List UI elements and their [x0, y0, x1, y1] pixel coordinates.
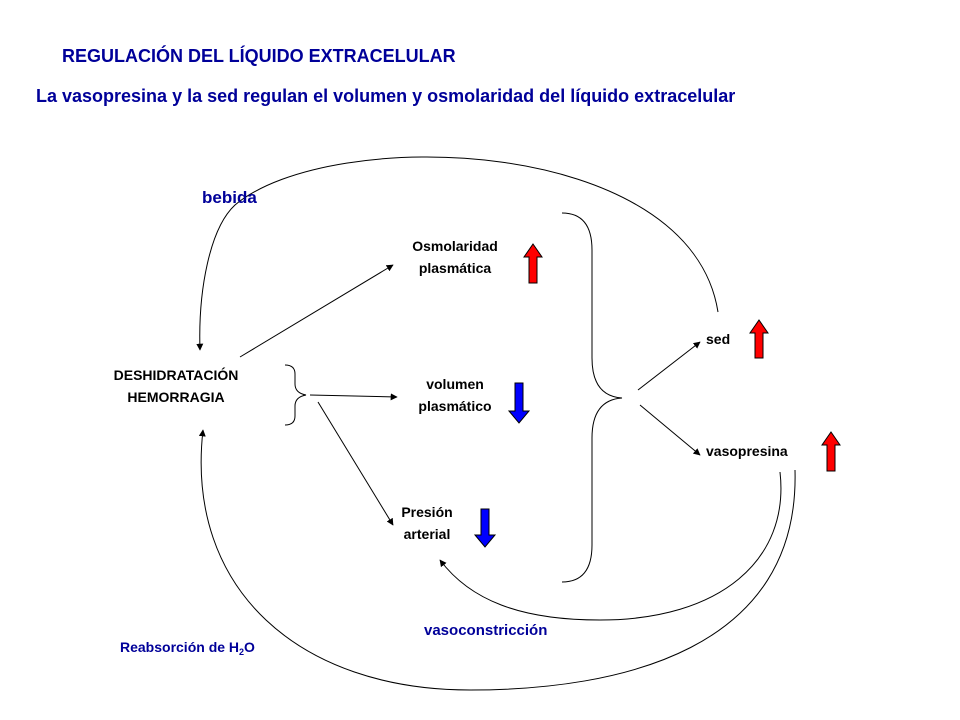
volume-down-arrow-icon [507, 382, 531, 424]
vasopressin-label: vasopresina [706, 443, 788, 459]
arrow-to-osmolarity [239, 264, 394, 358]
dehydration-node: DESHIDRATACIÓN HEMORRAGIA [114, 364, 239, 408]
osmolarity-node: Osmolaridad plasmática [412, 235, 498, 279]
small-brace [284, 364, 307, 426]
pressure-node: Presión arterial [401, 501, 452, 545]
drink-arc [196, 156, 719, 351]
reabsorption-suffix: O [244, 639, 255, 655]
reabsorption-subscript: 2 [239, 647, 245, 657]
hemorrhage-label: HEMORRAGIA [127, 389, 225, 405]
arrow-to-pressure [317, 401, 394, 526]
osmolarity-up-arrow-icon [523, 243, 543, 284]
pressure-label-line2: arterial [403, 526, 451, 542]
vasoconstriction-label: vasoconstricción [424, 622, 548, 639]
volume-label-line2: plasmático [418, 398, 492, 414]
vasopressin-up-arrow-icon [821, 431, 841, 472]
big-brace [561, 212, 623, 583]
pressure-down-arrow-icon [473, 508, 497, 548]
osmolarity-label-line1: Osmolaridad [412, 238, 498, 254]
osmolarity-label-line2: plasmática [418, 260, 492, 276]
arrow-to-thirst [637, 341, 701, 391]
thirst-label: sed [706, 331, 731, 347]
page-title: REGULACIÓN DEL LÍQUIDO EXTRACELULAR [62, 46, 456, 66]
page-subtitle: La vasopresina y la sed regulan el volum… [36, 86, 736, 106]
arrow-to-volume [309, 393, 398, 401]
reabsorption-label: Reabsorción de H2O [120, 639, 255, 657]
pressure-label-line1: Presión [401, 504, 453, 520]
reabsorption-arc [198, 429, 796, 691]
reabsorption-text: Reabsorción de H [120, 639, 240, 655]
arrow-to-vasopressin [639, 404, 701, 456]
drink-label: bebida [202, 188, 257, 207]
volume-node: volumen plasmático [418, 373, 491, 417]
vasoconstriction-arc [439, 471, 782, 621]
volume-label-line1: volumen [426, 376, 484, 392]
dehydration-label: DESHIDRATACIÓN [113, 367, 239, 383]
thirst-up-arrow-icon [749, 319, 769, 359]
